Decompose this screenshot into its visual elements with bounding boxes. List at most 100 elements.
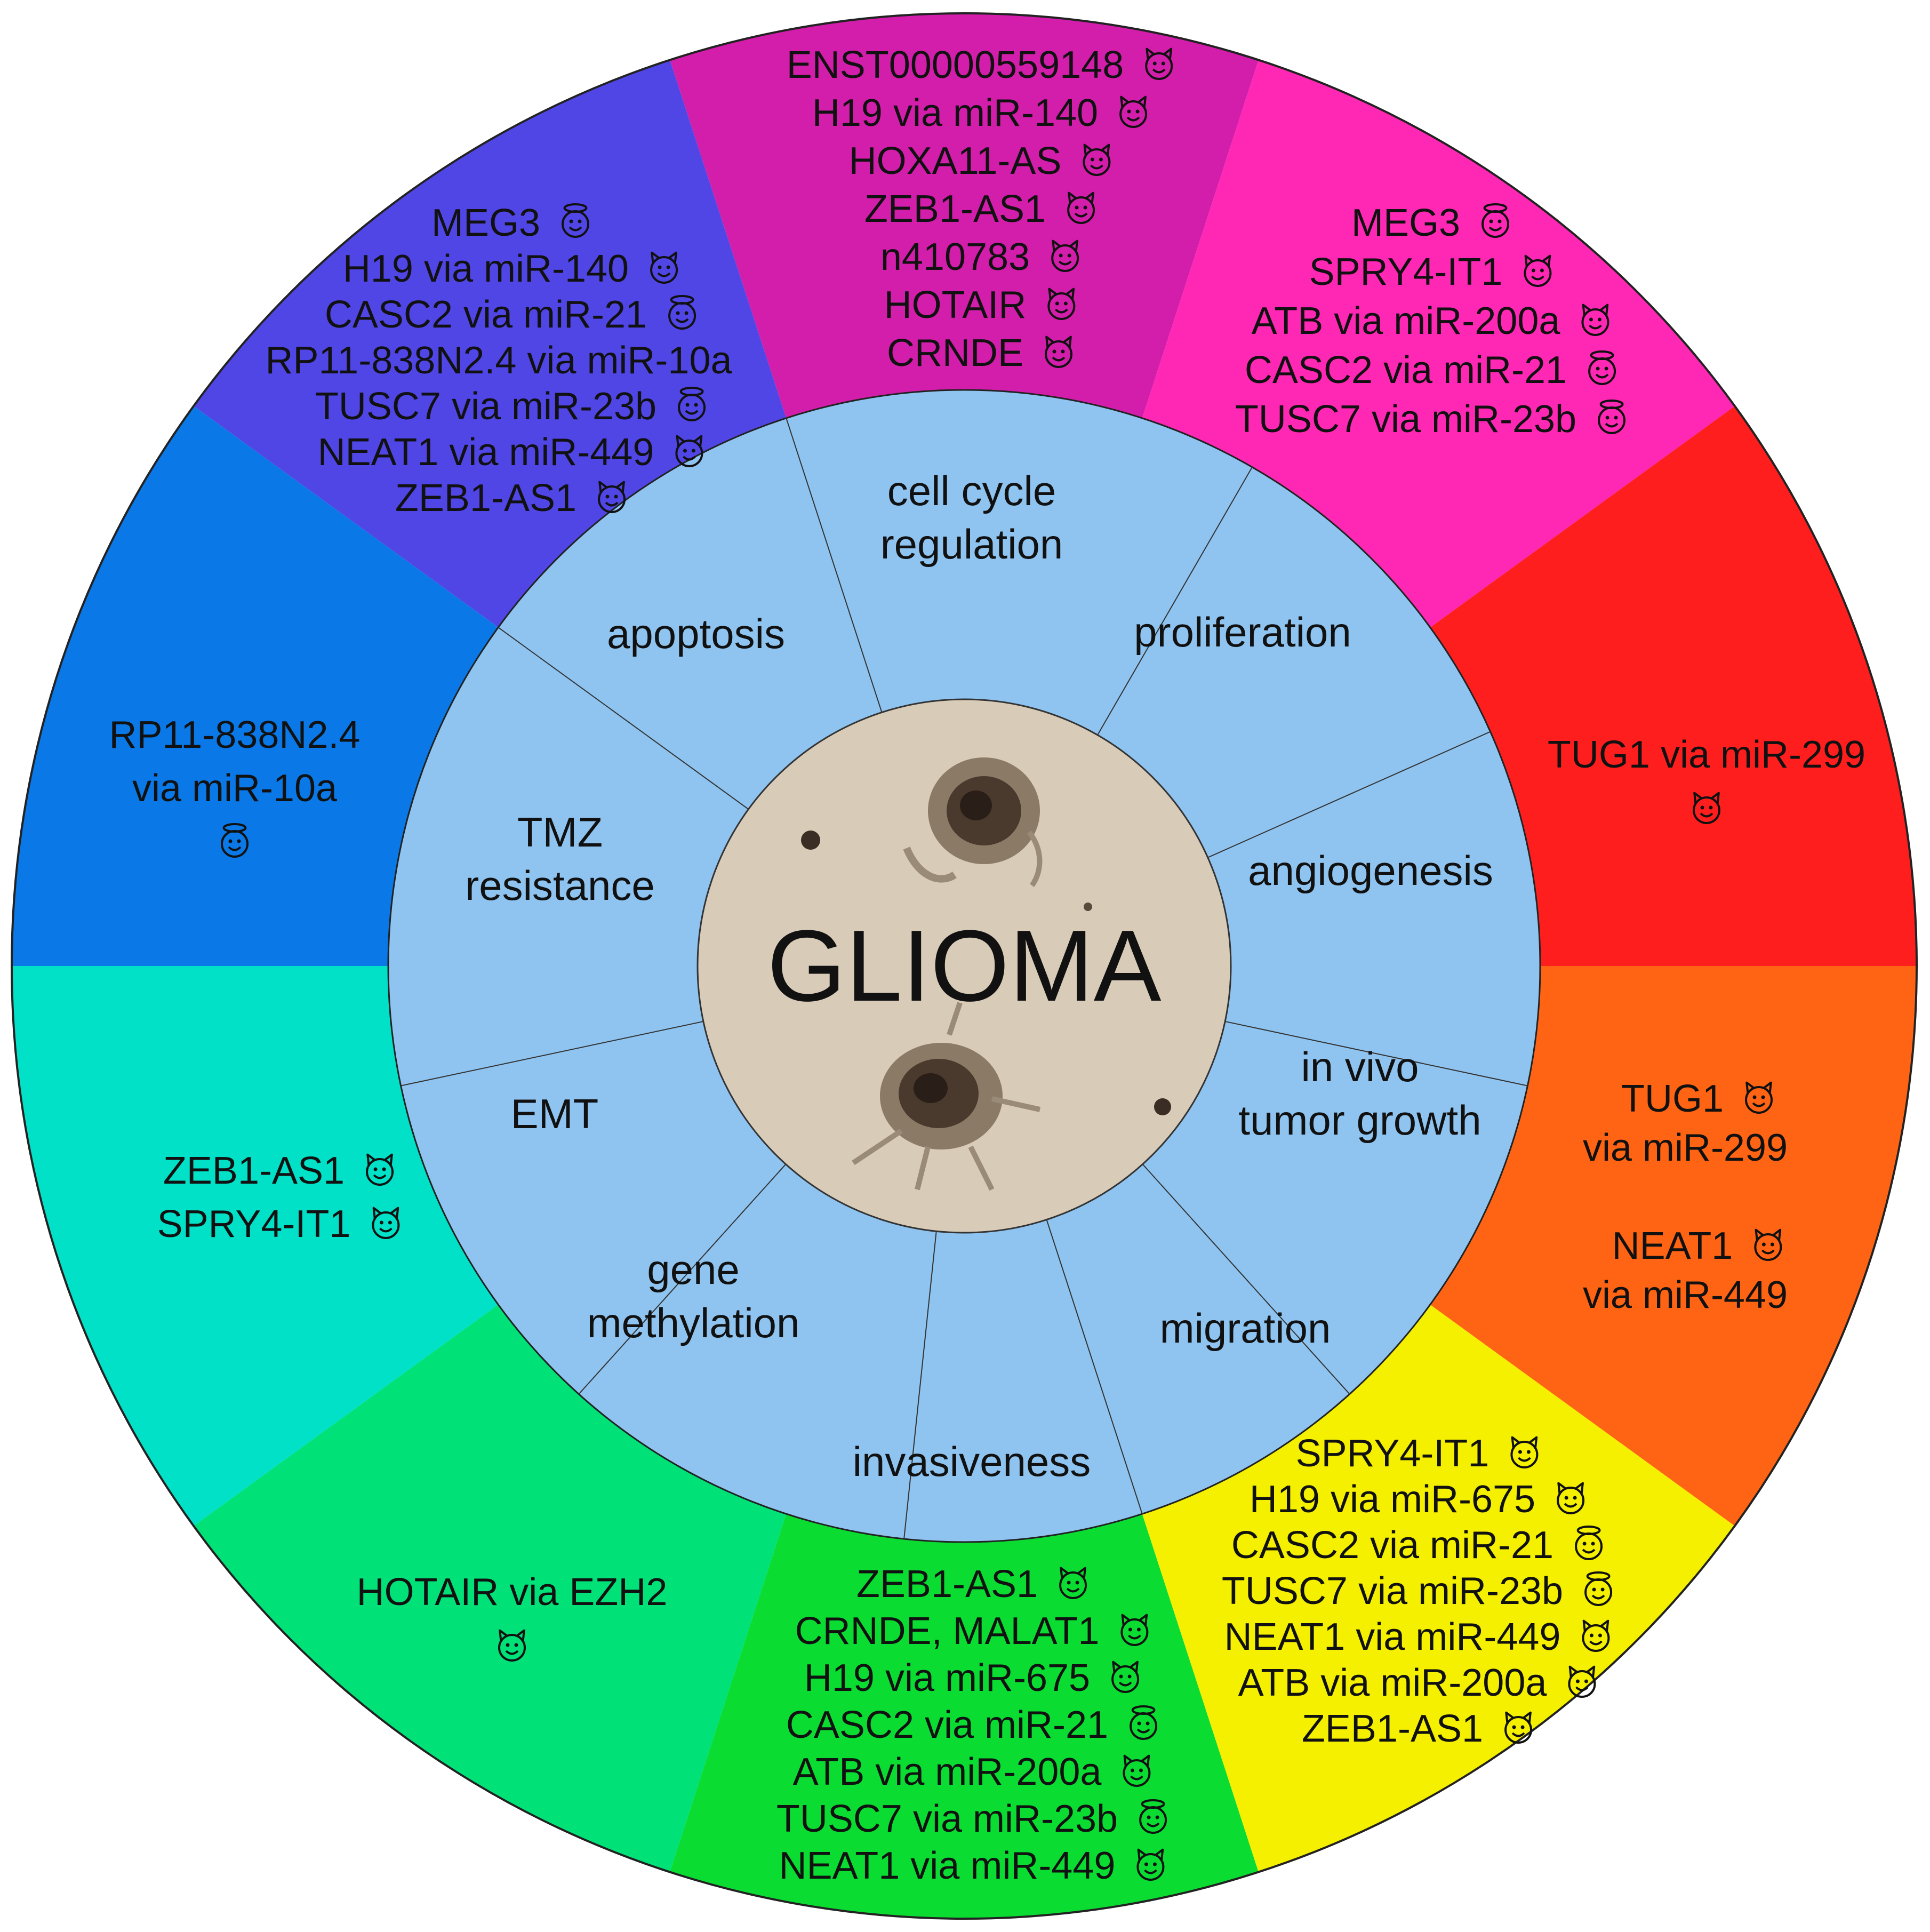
gene-entry: via miR-449 (1583, 1274, 1788, 1316)
gene-entry: NEAT1 (1612, 1225, 1733, 1267)
smiling-devil-icon (1083, 143, 1111, 176)
gene-entry: TUSC7 via miR-23b (1235, 398, 1576, 441)
gene-list-angiogenesis: TUG1 via miR-299 (1548, 733, 1865, 824)
category-label-tmz: TMZ (517, 809, 603, 856)
gene-entry: TUG1 (1621, 1077, 1724, 1120)
spheroid-image-bottom (852, 1002, 1041, 1191)
gene-entry: RP11-838N2.4 via miR-10a (265, 339, 732, 382)
category-label-cell-cycle: cell cycle (887, 467, 1056, 514)
smiling-devil-icon (1123, 1754, 1151, 1787)
smiling-angel-icon (221, 823, 249, 858)
category-label-gene-methylation: gene (647, 1246, 740, 1293)
gene-entry: via miR-299 (1583, 1127, 1788, 1169)
smiling-devil-icon (1504, 1711, 1533, 1744)
smiling-devil-icon (1045, 336, 1073, 368)
category-label-invasiveness: invasiveness (853, 1438, 1091, 1485)
smiling-angel-icon (1575, 1526, 1603, 1560)
category-label-cell-cycle: regulation (880, 521, 1063, 568)
smiling-devil-icon (1510, 1436, 1539, 1468)
category-label-in-vivo: in vivo (1301, 1043, 1419, 1090)
center-microscopy-image: GLIOMA (696, 698, 1232, 1234)
gene-entry: ZEB1-AS1 (864, 188, 1046, 230)
gene-entry: CASC2 via miR-21 (325, 293, 647, 336)
gene-entry: HOXA11-AS (849, 140, 1062, 182)
smiling-devil-icon (1059, 1567, 1087, 1599)
debris-dot (1084, 903, 1092, 911)
gene-entry: ZEB1-AS1 (856, 1563, 1038, 1606)
gene-entry: ATB via miR-200a (1252, 300, 1561, 342)
smiling-devil-icon (1557, 1482, 1585, 1514)
gene-entry: CRNDE (887, 332, 1023, 374)
debris-dot (1154, 1098, 1171, 1115)
smiling-devil-icon (1581, 304, 1609, 336)
smiling-angel-icon (1584, 1571, 1613, 1606)
inner-divider-line (1097, 467, 1253, 736)
center-disc (696, 698, 1232, 1234)
category-label-proliferation: proliferation (1134, 609, 1351, 656)
smiling-devil-icon (366, 1153, 394, 1186)
smiling-devil-icon (1051, 239, 1079, 272)
smiling-devil-icon (1693, 792, 1720, 824)
gene-entry: CASC2 via miR-21 (786, 1704, 1108, 1746)
gene-entry: n410783 (880, 236, 1030, 278)
gene-entry: NEAT1 via miR-449 (1224, 1616, 1561, 1658)
inner-divider-line (786, 418, 883, 713)
smiling-devil-icon (1120, 1614, 1149, 1646)
gene-entry: NEAT1 via miR-449 (779, 1845, 1116, 1887)
smiling-devil-icon (1136, 1848, 1165, 1881)
gene-entry: SPRY4-IT1 (1309, 251, 1503, 293)
smiling-angel-icon (1139, 1799, 1167, 1834)
smiling-angel-icon (1130, 1705, 1158, 1740)
inner-divider-line (401, 1020, 704, 1087)
gene-entry: HOTAIR via EZH2 (357, 1571, 668, 1614)
category-label-in-vivo: tumor growth (1238, 1097, 1481, 1144)
gene-entry: SPRY4-IT1 (157, 1203, 351, 1246)
gene-entry: CASC2 via miR-21 (1231, 1524, 1553, 1567)
gene-entry: H19 via miR-140 (812, 92, 1098, 134)
smiling-devil-icon (1111, 1660, 1140, 1693)
gene-entry: CASC2 via miR-21 (1245, 349, 1567, 392)
gene-entry: CRNDE, MALAT1 (795, 1610, 1100, 1652)
category-label-apoptosis: apoptosis (607, 610, 785, 657)
inner-divider-line (1142, 1163, 1350, 1395)
inner-divider-line (903, 1231, 937, 1539)
smiling-devil-icon (372, 1207, 400, 1239)
gene-entry: ATB via miR-200a (1238, 1662, 1548, 1704)
gene-entry: ZEB1-AS1 (395, 477, 576, 520)
smiling-devil-icon (1067, 191, 1095, 224)
smiling-devil-icon (1524, 254, 1552, 287)
category-label-gene-methylation: methylation (587, 1299, 800, 1346)
smiling-angel-icon (1481, 203, 1510, 238)
inner-divider-line (578, 1163, 787, 1395)
smiling-devil-icon (498, 1629, 526, 1662)
inner-divider-line (498, 627, 749, 810)
gene-entry: TUSC7 via miR-23b (1222, 1570, 1563, 1612)
debris-dot (801, 831, 820, 850)
category-label-emt: EMT (511, 1090, 599, 1137)
gene-entry: TUSC7 via miR-23b (315, 385, 656, 428)
gene-entry: MEG3 (1351, 202, 1460, 244)
smiling-devil-icon (1119, 95, 1148, 128)
smiling-devil-icon (1568, 1665, 1596, 1698)
smiling-angel-icon (1598, 400, 1626, 434)
smiling-devil-icon (650, 251, 678, 284)
smiling-angel-icon (1588, 350, 1616, 385)
inner-divider-line (1224, 1020, 1528, 1087)
inner-dividers (401, 418, 1528, 1539)
gene-entry: MEG3 (431, 202, 540, 244)
smiling-angel-icon (678, 387, 706, 421)
gene-entry: HOTAIR (884, 284, 1027, 326)
smiling-angel-icon (562, 203, 590, 238)
gene-entry: TUG1 via miR-299 (1548, 733, 1865, 776)
category-label-migration: migration (1160, 1305, 1331, 1352)
gene-entry: ENST00000559148 (787, 44, 1124, 86)
